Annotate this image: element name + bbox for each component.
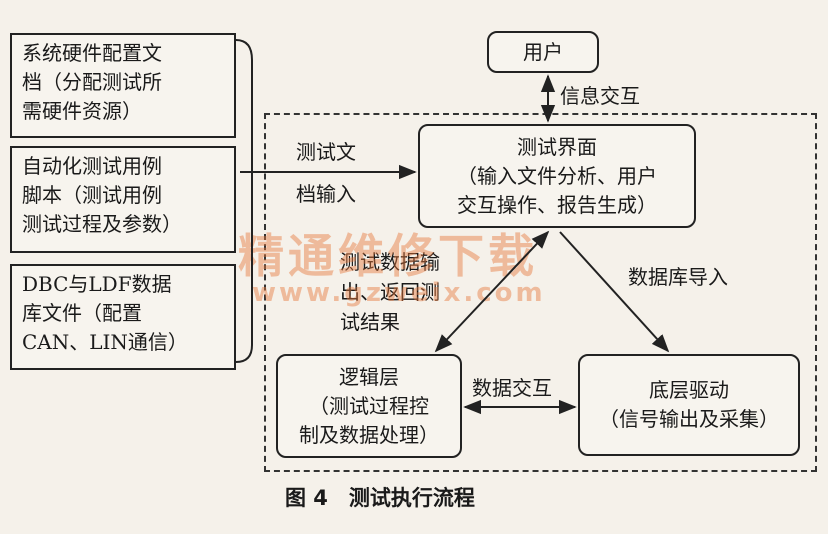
data-output-label-3: 试结果 (340, 310, 400, 334)
driver-layer-line-2: （信号输出及采集） (599, 407, 779, 431)
logic-layer-line-2: （测试过程控 (309, 393, 429, 418)
data-output-label-1: 测试数据输 (340, 250, 440, 274)
driver-layer-box: 底层驱动 （信号输出及采集） (578, 354, 800, 456)
user-box: 用户 (487, 31, 599, 73)
info-exchange-label: 信息交互 (560, 84, 640, 108)
doc-input-label-1: 测试文 (296, 140, 356, 164)
doc-input-label-2: 档输入 (296, 182, 356, 206)
data-exchange-label: 数据交互 (472, 376, 552, 400)
dbc-ldf-file-box: DBC与LDF数据 库文件（配置 CAN、LIN通信） (10, 264, 236, 370)
input-bracket (235, 39, 253, 363)
test-ui-line-2: （输入文件分析、用户 (457, 163, 657, 188)
test-script-line-3: 测试过程及参数） (22, 212, 182, 236)
test-script-box: 自动化测试用例 脚本（测试用例 测试过程及参数） (10, 146, 236, 253)
figure-caption: 图 4 测试执行流程 (285, 486, 475, 510)
db-import-arrow (559, 231, 670, 353)
test-ui-title: 测试界面 (517, 134, 597, 159)
logic-layer-title: 逻辑层 (339, 364, 399, 389)
hardware-config-line-1: 系统硬件配置文 (22, 41, 162, 65)
data-output-label-2: 出、返回测 (340, 280, 440, 304)
hardware-config-line-2: 档（分配测试所 (22, 70, 162, 94)
test-ui-line-3: 交互操作、报告生成） (457, 192, 657, 217)
hardware-config-line-3: 需硬件资源） (22, 99, 142, 123)
db-import-label: 数据库导入 (628, 265, 728, 289)
logic-layer-line-3: 制及数据处理） (299, 422, 439, 447)
system-boundary (264, 113, 817, 472)
user-label: 用户 (523, 39, 563, 64)
logic-ui-arrow (434, 230, 550, 353)
test-script-line-1: 自动化测试用例 (22, 154, 162, 178)
test-ui-box: 测试界面 （输入文件分析、用户 交互操作、报告生成） (418, 124, 696, 228)
test-script-line-2: 脚本（测试用例 (22, 183, 162, 207)
dbc-ldf-line-3: CAN、LIN通信） (22, 330, 188, 354)
dbc-ldf-line-2: 库文件（配置 (22, 301, 142, 325)
dbc-ldf-line-1: DBC与LDF数据 (22, 272, 172, 296)
driver-layer-title: 底层驱动 (649, 378, 729, 402)
logic-layer-box: 逻辑层 （测试过程控 制及数据处理） (276, 354, 462, 458)
hardware-config-doc-box: 系统硬件配置文 档（分配测试所 需硬件资源） (10, 33, 236, 138)
